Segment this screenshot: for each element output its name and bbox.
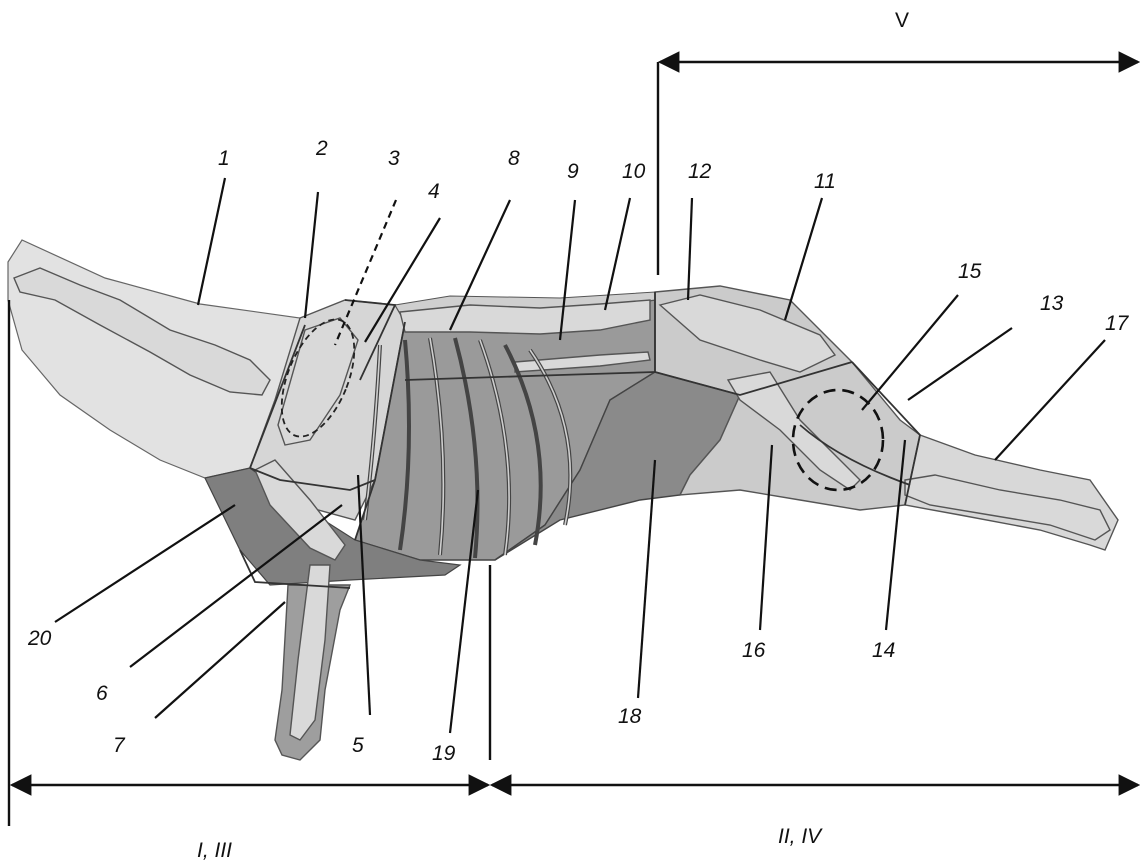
label-16: 16	[742, 639, 766, 662]
label-18: 18	[618, 705, 642, 728]
label-19: 19	[432, 742, 456, 765]
label-9: 9	[567, 160, 579, 183]
section-label-top: V	[895, 9, 909, 32]
leader-17	[995, 340, 1105, 460]
leader-2	[305, 192, 318, 318]
section-label-rear: II, IV	[778, 825, 823, 848]
leader-1	[198, 178, 225, 305]
label-20: 20	[27, 627, 52, 650]
label-2: 2	[315, 137, 328, 160]
label-1: 1	[218, 147, 230, 170]
label-14: 14	[872, 639, 895, 662]
leader-20	[55, 505, 235, 622]
label-6: 6	[96, 682, 108, 705]
leader-15	[862, 295, 958, 410]
label-3: 3	[388, 147, 400, 170]
label-7: 7	[113, 734, 126, 757]
label-15: 15	[958, 260, 982, 283]
label-5: 5	[352, 734, 364, 757]
leader-12	[688, 198, 692, 300]
section-label-front: I, III	[197, 839, 232, 862]
label-11: 11	[814, 170, 836, 193]
label-10: 10	[622, 160, 646, 183]
label-17: 17	[1105, 312, 1130, 335]
leader-13	[908, 328, 1012, 400]
label-12: 12	[688, 160, 712, 183]
leader-7	[155, 602, 285, 718]
label-13: 13	[1040, 292, 1064, 315]
label-8: 8	[508, 147, 520, 170]
label-4: 4	[428, 180, 440, 203]
leader-10	[605, 198, 630, 310]
leader-11	[785, 198, 822, 320]
